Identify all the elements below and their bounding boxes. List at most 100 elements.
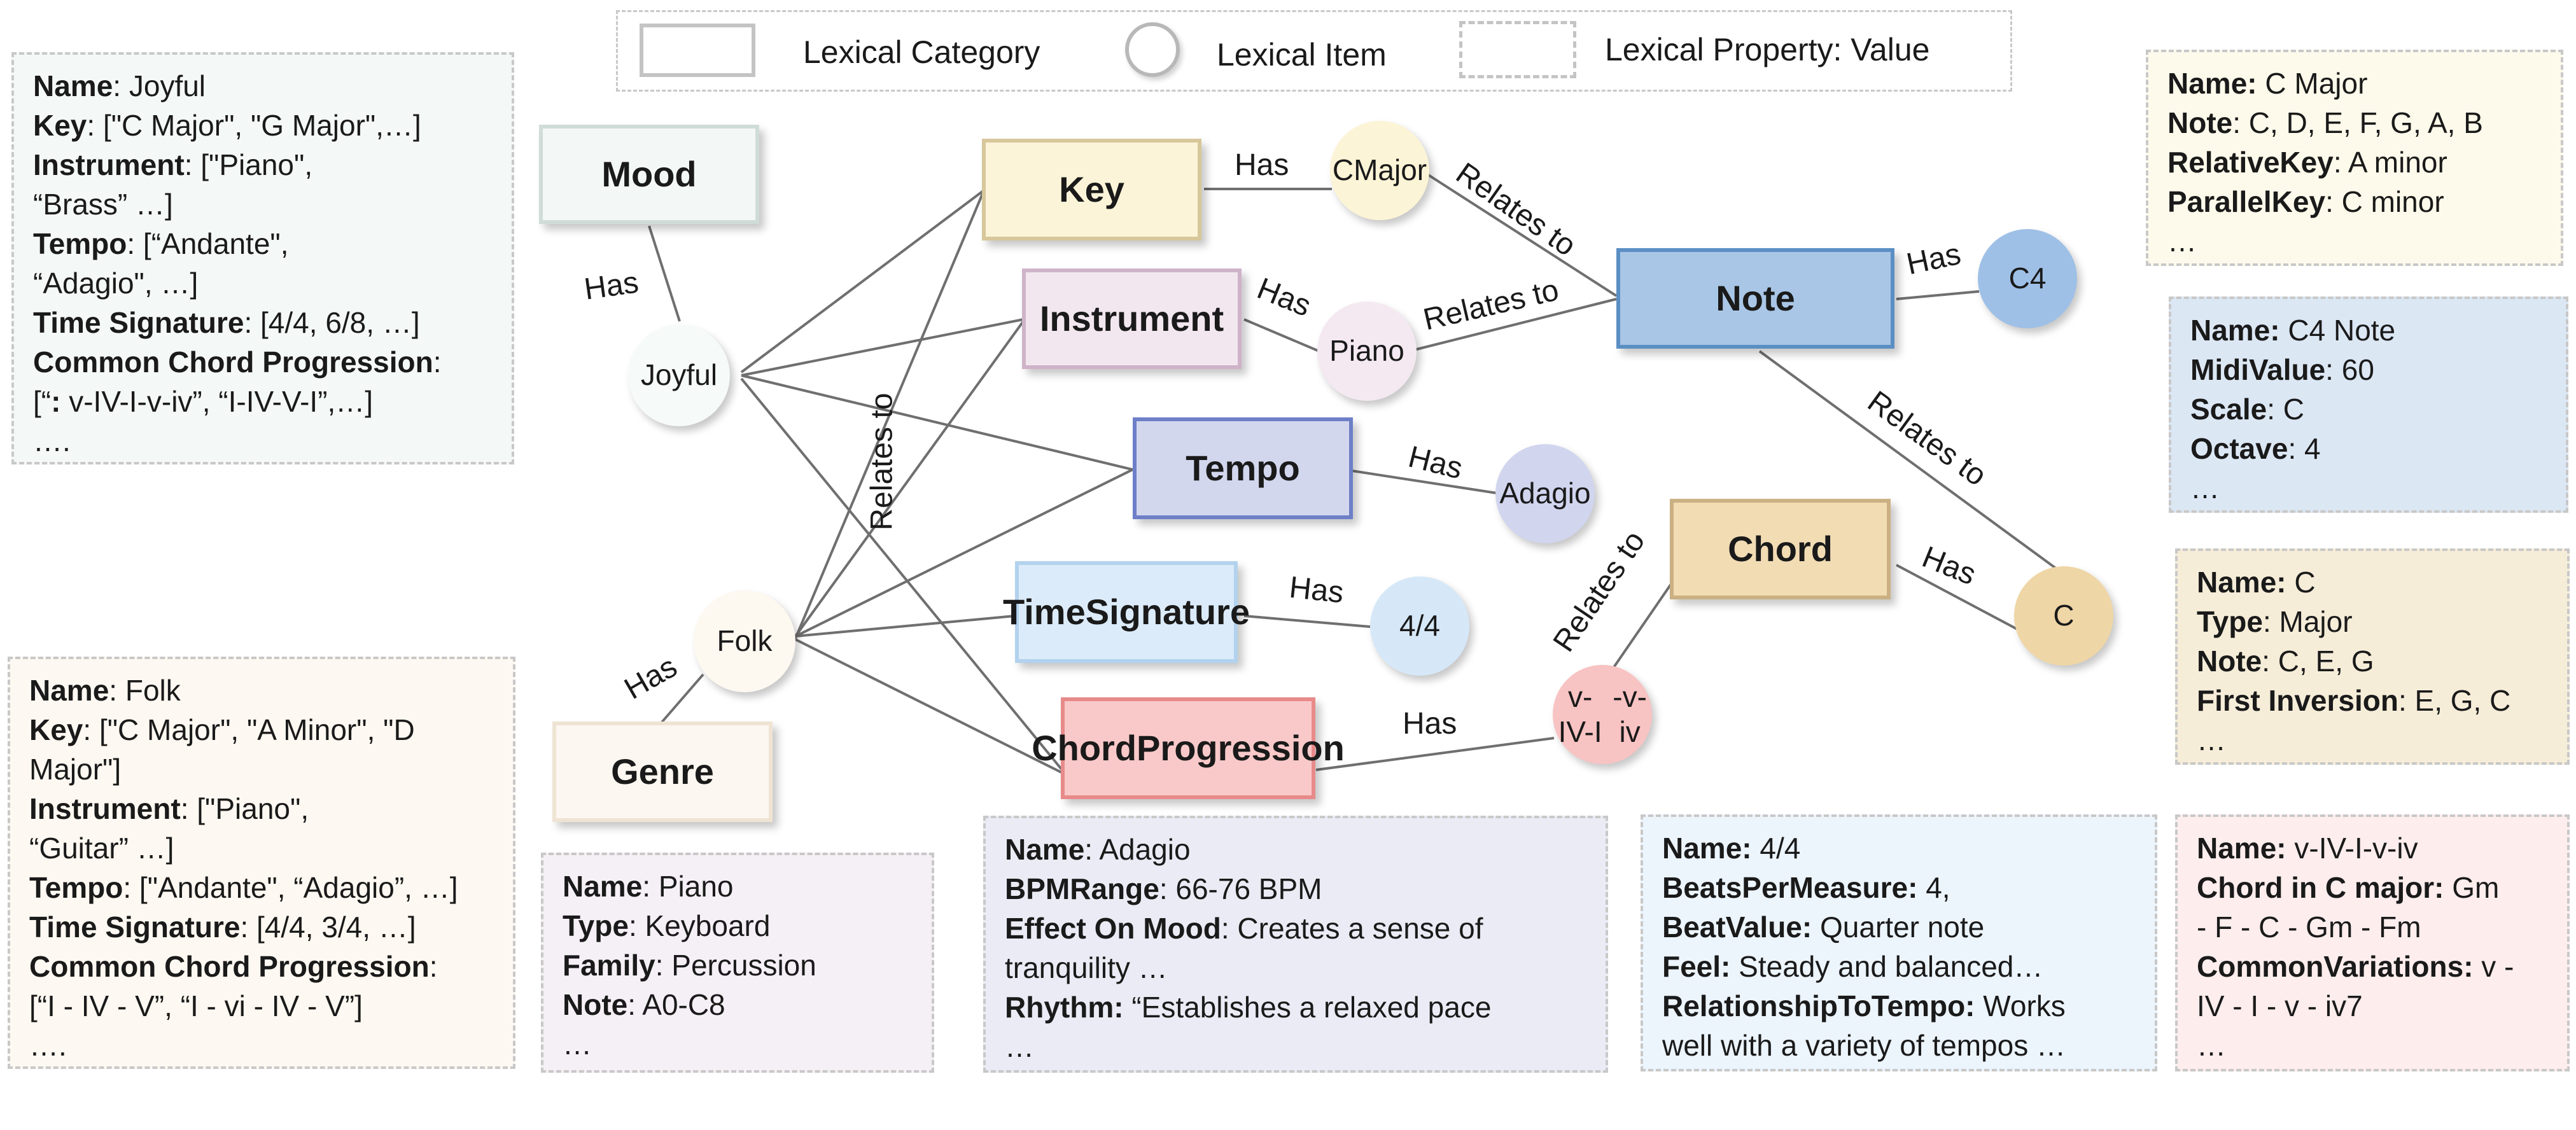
property-name: CommonVariations:: [2197, 950, 2474, 983]
edge-folk-key: [793, 192, 984, 642]
property-value: : Keyboard: [628, 909, 771, 942]
card-row: Instrument: ["Piano",: [33, 145, 493, 185]
category-key: Key: [982, 139, 1201, 241]
property-name: Effect On Mood: [1005, 912, 1221, 945]
edge-joyful-chord-progression: [740, 377, 1066, 774]
category-mood: Mood: [539, 125, 759, 224]
property-value: : C minor: [2325, 185, 2444, 218]
property-value: : Folk: [109, 674, 181, 707]
card-row: Family: Percussion: [563, 945, 913, 985]
card-row: Tempo: ["Andante", “Adagio”, …]: [29, 868, 494, 907]
property-name: Instrument: [33, 148, 185, 181]
property-value: IV - I - v - iv7: [2197, 989, 2363, 1022]
line: Instrument: [1039, 298, 1224, 338]
card-row: [“I - IV - V”, “I - vi - IV - V”]: [29, 986, 494, 1026]
edge-joyful-tempo: [741, 374, 1133, 471]
property-name: Scale: [2190, 393, 2267, 426]
legend-item-label: Lexical Item: [1217, 37, 1387, 73]
line: C4: [2008, 262, 2047, 295]
card-row: Note: A0-C8: [563, 985, 913, 1024]
line: Adagio: [1499, 477, 1591, 510]
property-value: ….: [33, 424, 71, 457]
label-cp-has: Has: [1403, 707, 1457, 741]
card-row: [“: v-IV-I-v-iv”, “I-IV-V-I”,…]: [33, 382, 493, 421]
card-row: Type: Major: [2197, 602, 2548, 641]
card-row: “Guitar” …]: [29, 828, 494, 868]
card-row: …: [2190, 468, 2547, 508]
card-row: Name: Folk: [29, 671, 494, 710]
card-row: …: [563, 1024, 913, 1064]
card-row: Name: Piano: [563, 867, 913, 906]
item-progression: v-IV-I-v-iv: [1553, 665, 1652, 764]
line: C: [1332, 153, 1354, 187]
property-name: :: [51, 385, 61, 418]
line: 4/4: [1399, 609, 1440, 643]
property-name: Tempo: [33, 227, 127, 260]
edge-joyful-instrument: [741, 318, 1024, 377]
property-value: : [“Andante",: [127, 227, 289, 260]
card-row: MidiValue: 60: [2190, 350, 2547, 389]
card-row: Name: Joyful: [33, 66, 493, 106]
card-row: Octave: 4: [2190, 429, 2547, 468]
property-value: : Percussion: [655, 949, 816, 982]
property-name: Type: [563, 909, 629, 942]
item-c: C: [2014, 566, 2113, 666]
edge-note-c: [1758, 350, 2063, 574]
property-value: : 66-76 BPM: [1159, 872, 1322, 905]
property-value: [“I - IV - V”, “I - vi - IV - V”]: [29, 989, 363, 1022]
property-name: Note: [2197, 645, 2262, 678]
property-name: Family: [563, 949, 655, 982]
property-name: Octave: [2190, 432, 2288, 465]
property-value: “Establishes a relaxed pace: [1123, 991, 1492, 1024]
label-mood-has: Has: [582, 265, 641, 307]
line: Key: [1059, 169, 1124, 209]
property-name: RelativeKey: [2167, 146, 2334, 179]
edge-genre-folk: [661, 673, 704, 723]
property-value: : Major: [2262, 605, 2353, 638]
card-row: Time Signature: [4/4, 6/8, …]: [33, 303, 493, 342]
property-name: Name:: [2190, 314, 2280, 347]
property-name: Name: [563, 870, 643, 903]
property-value: “Brass” …]: [33, 188, 173, 221]
card-row: - F - C - Gm - Fm: [2197, 907, 2548, 947]
card-row: Note: C, E, G: [2197, 641, 2548, 681]
property-name: BeatsPerMeasure:: [1662, 871, 1918, 904]
legend-category-swatch: [640, 24, 755, 77]
card-row: well with a variety of tempos …: [1662, 1026, 2136, 1065]
line: Tempo: [1186, 448, 1300, 488]
card-row: Name: Adagio: [1005, 830, 1586, 869]
property-value: …: [2190, 471, 2220, 505]
card-row: First Inversion: E, G, C: [2197, 681, 2548, 720]
property-name: Name:: [2197, 832, 2286, 865]
property-value: : A0-C8: [627, 988, 725, 1021]
line: Piano: [1329, 334, 1404, 368]
property-value: “Adagio", …]: [33, 267, 199, 300]
property-name: Name:: [2197, 566, 2286, 599]
line: v-IV-I: [1558, 680, 1602, 748]
legend: Lexical Category Lexical Item Lexical Pr…: [616, 10, 2012, 92]
property-value: …: [563, 1028, 592, 1061]
card-row: Effect On Mood: Creates a sense of: [1005, 909, 1586, 948]
edge-joyful-key: [740, 190, 984, 373]
property-name: MidiValue: [2190, 353, 2326, 386]
property-name: Name: [33, 69, 113, 102]
property-name: ParallelKey: [2167, 185, 2326, 218]
property-value: : Creates a sense of: [1221, 912, 1483, 945]
card-row: BeatsPerMeasure: 4,: [1662, 868, 2136, 907]
property-value: : E, G, C: [2398, 684, 2511, 717]
property-value: Gm: [2444, 871, 2500, 904]
line: Chord: [1032, 728, 1137, 768]
category-note: Note: [1616, 248, 1894, 349]
property-value: : C: [2267, 393, 2304, 426]
item-four-four: 4/4: [1370, 576, 1469, 676]
item-joyful: Joyful: [628, 324, 730, 426]
